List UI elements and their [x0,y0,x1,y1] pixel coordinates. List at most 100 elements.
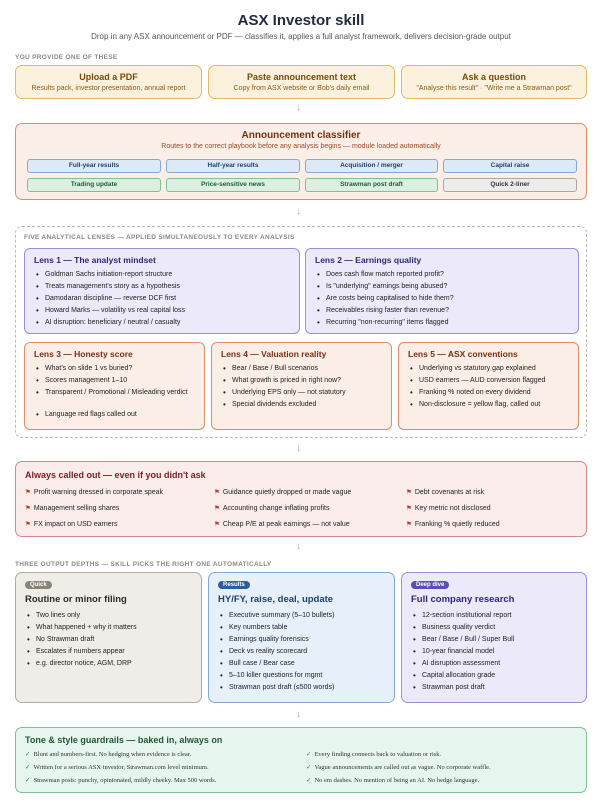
flag-item: ⚑FX impact on USD earners [25,521,118,528]
list-item: Business quality verdict [413,622,586,634]
depth-quick: Quick Routine or minor filing Two lines … [15,572,202,703]
list-item: Bear / Base / Bull scenarios [223,363,391,375]
list-item: 10-year financial model [413,646,586,658]
flag-icon: ⚑ [25,521,31,528]
chip-price-sensitive: Price-sensitive news [166,178,300,192]
input-title: Upload a PDF [79,72,138,82]
list-item: Capital allocation grade [413,670,586,682]
list-item: Howard Marks — volatility vs real capita… [36,305,299,317]
check-icon: ✓ [25,750,31,758]
flag-item: ⚑Accounting change inflating profits [214,505,330,512]
check-icon: ✓ [25,776,31,784]
guardrail-item: ✓Strawman posts: punchy, opinionated, mi… [25,776,217,784]
announcement-classifier: Announcement classifier Routes to the co… [15,123,587,200]
flag-item: ⚑Cheap P/E at peak earnings — not value [214,521,350,528]
list-item: Strawman post draft [413,682,586,694]
list-item: Two lines only [27,610,201,622]
lens-2-earnings-quality: Lens 2 — Earnings quality Does cash flow… [305,248,579,334]
down-arrow-icon: ↓ [296,206,301,217]
list-item: AI disruption assessment [413,658,586,670]
input-desc: "Analyse this result" · "Write me a Stra… [416,85,572,92]
flag-icon: ⚑ [214,489,220,496]
list-item: Receivables rising faster than revenue? [317,305,578,317]
chip-half-year: Half-year results [166,159,300,173]
depth-title: HY/FY, raise, deal, update [218,594,334,605]
guardrail-item: ✓No em dashes. No mention of being an AI… [306,776,480,784]
flag-icon: ⚑ [214,505,220,512]
flag-item: ⚑Franking % quietly reduced [406,521,500,528]
flag-item: ⚑Management selling shares [25,505,120,512]
lens-title: Lens 3 — Honesty score [34,349,133,359]
list-item: Treats management's story as a hypothesi… [36,281,299,293]
guardrail-item: ✓Written for a serious ASX investor, Str… [25,763,209,771]
guardrail-item: ✓Every finding connects back to valuatio… [306,750,442,758]
list-item: What growth is priced in right now? [223,375,391,387]
list-item: Language red flags called out [36,409,204,421]
flag-icon: ⚑ [25,489,31,496]
list-item: Strawman post draft (≤500 words) [220,682,394,694]
list-item: 12-section institutional report [413,610,586,622]
list-item: Underlying vs statutory gap explained [410,363,578,375]
chip-quick-2-liner: Quick 2-liner [443,178,577,192]
flag-icon: ⚑ [214,521,220,528]
list-item: Executive summary (5–10 bullets) [220,610,394,622]
check-icon: ✓ [306,763,312,771]
depth-title: Full company research [411,594,515,605]
classifier-title: Announcement classifier [241,130,361,141]
list-item: Bear / Base / Bull / Super Bull [413,634,586,646]
flag-icon: ⚑ [25,505,31,512]
lenses-container: FIVE ANALYTICAL LENSES — APPLIED SIMULTA… [15,226,587,438]
flag-item: ⚑Key metric not disclosed [406,505,491,512]
flag-item: ⚑Debt covenants at risk [406,489,485,496]
down-arrow-icon: ↓ [296,541,301,552]
lens-title: Lens 5 — ASX conventions [408,349,518,359]
input-desc: Copy from ASX website or Bob's daily ema… [233,85,370,92]
lens-title: Lens 1 — The analyst mindset [34,255,156,265]
depth-pill: Results [218,581,250,589]
input-desc: Results pack, investor presentation, ann… [31,85,186,92]
list-item: Goldman Sachs initiation-report structur… [36,269,299,281]
chip-capital-raise: Capital raise [443,159,577,173]
flag-icon: ⚑ [406,521,412,528]
always-called-out: Always called out — even if you didn't a… [15,461,587,537]
list-item: 5–10 killer questions for mgmt [220,670,394,682]
list-item: No Strawman draft [27,634,201,646]
lenses-section-label: FIVE ANALYTICAL LENSES — APPLIED SIMULTA… [24,234,295,241]
list-item: Underlying EPS only — not statutory [223,387,391,399]
flag-icon: ⚑ [406,505,412,512]
check-icon: ✓ [25,763,31,771]
list-item: Damodaran discipline — reverse DCF first [36,293,299,305]
depth-results: Results HY/FY, raise, deal, update Execu… [208,572,395,703]
down-arrow-icon: ↓ [296,709,301,720]
input-title: Ask a question [461,72,526,82]
input-paste-text: Paste announcement text Copy from ASX we… [208,65,395,99]
list-item: Non-disclosure = yellow flag, called out [410,399,578,411]
list-item: USD earners — AUD conversion flagged [410,375,578,387]
chip-strawman-draft: Strawman post draft [305,178,438,192]
list-item: Bull case / Bear case [220,658,394,670]
chip-full-year: Full-year results [27,159,161,173]
down-arrow-icon: ↓ [296,102,301,113]
lens-5-asx-conventions: Lens 5 — ASX conventions Underlying vs s… [398,342,579,430]
flag-icon: ⚑ [406,489,412,496]
lens-4-valuation-reality: Lens 4 — Valuation reality Bear / Base /… [211,342,392,430]
input-title: Paste announcement text [246,72,357,82]
tone-guardrails: Tone & style guardrails — baked in, alwa… [15,727,587,793]
guardrail-item: ✓Blunt and numbers-first. No hedging whe… [25,750,192,758]
flag-item: ⚑Guidance quietly dropped or made vague [214,489,352,496]
list-item: Scores management 1–10 [36,375,204,387]
list-item: Earnings quality forensics [220,634,394,646]
depth-pill: Deep dive [411,581,450,589]
list-item: Are costs being capitalised to hide them… [317,293,578,305]
guardrail-item: ✓Vague announcements are called out as v… [306,763,491,771]
depths-section-label: THREE OUTPUT DEPTHS — SKILL PICKS THE RI… [15,561,272,568]
list-item: Recurring "non-recurring" items flagged [317,317,578,329]
check-icon: ✓ [306,750,312,758]
lens-3-honesty-score: Lens 3 — Honesty score What's on slide 1… [24,342,205,430]
check-icon: ✓ [306,776,312,784]
page-subtitle: Drop in any ASX announcement or PDF — cl… [91,32,511,41]
callout-title: Always called out — even if you didn't a… [25,470,206,480]
input-upload-pdf: Upload a PDF Results pack, investor pres… [15,65,202,99]
depth-pill: Quick [25,581,52,589]
list-item: What happened + why it matters [27,622,201,634]
